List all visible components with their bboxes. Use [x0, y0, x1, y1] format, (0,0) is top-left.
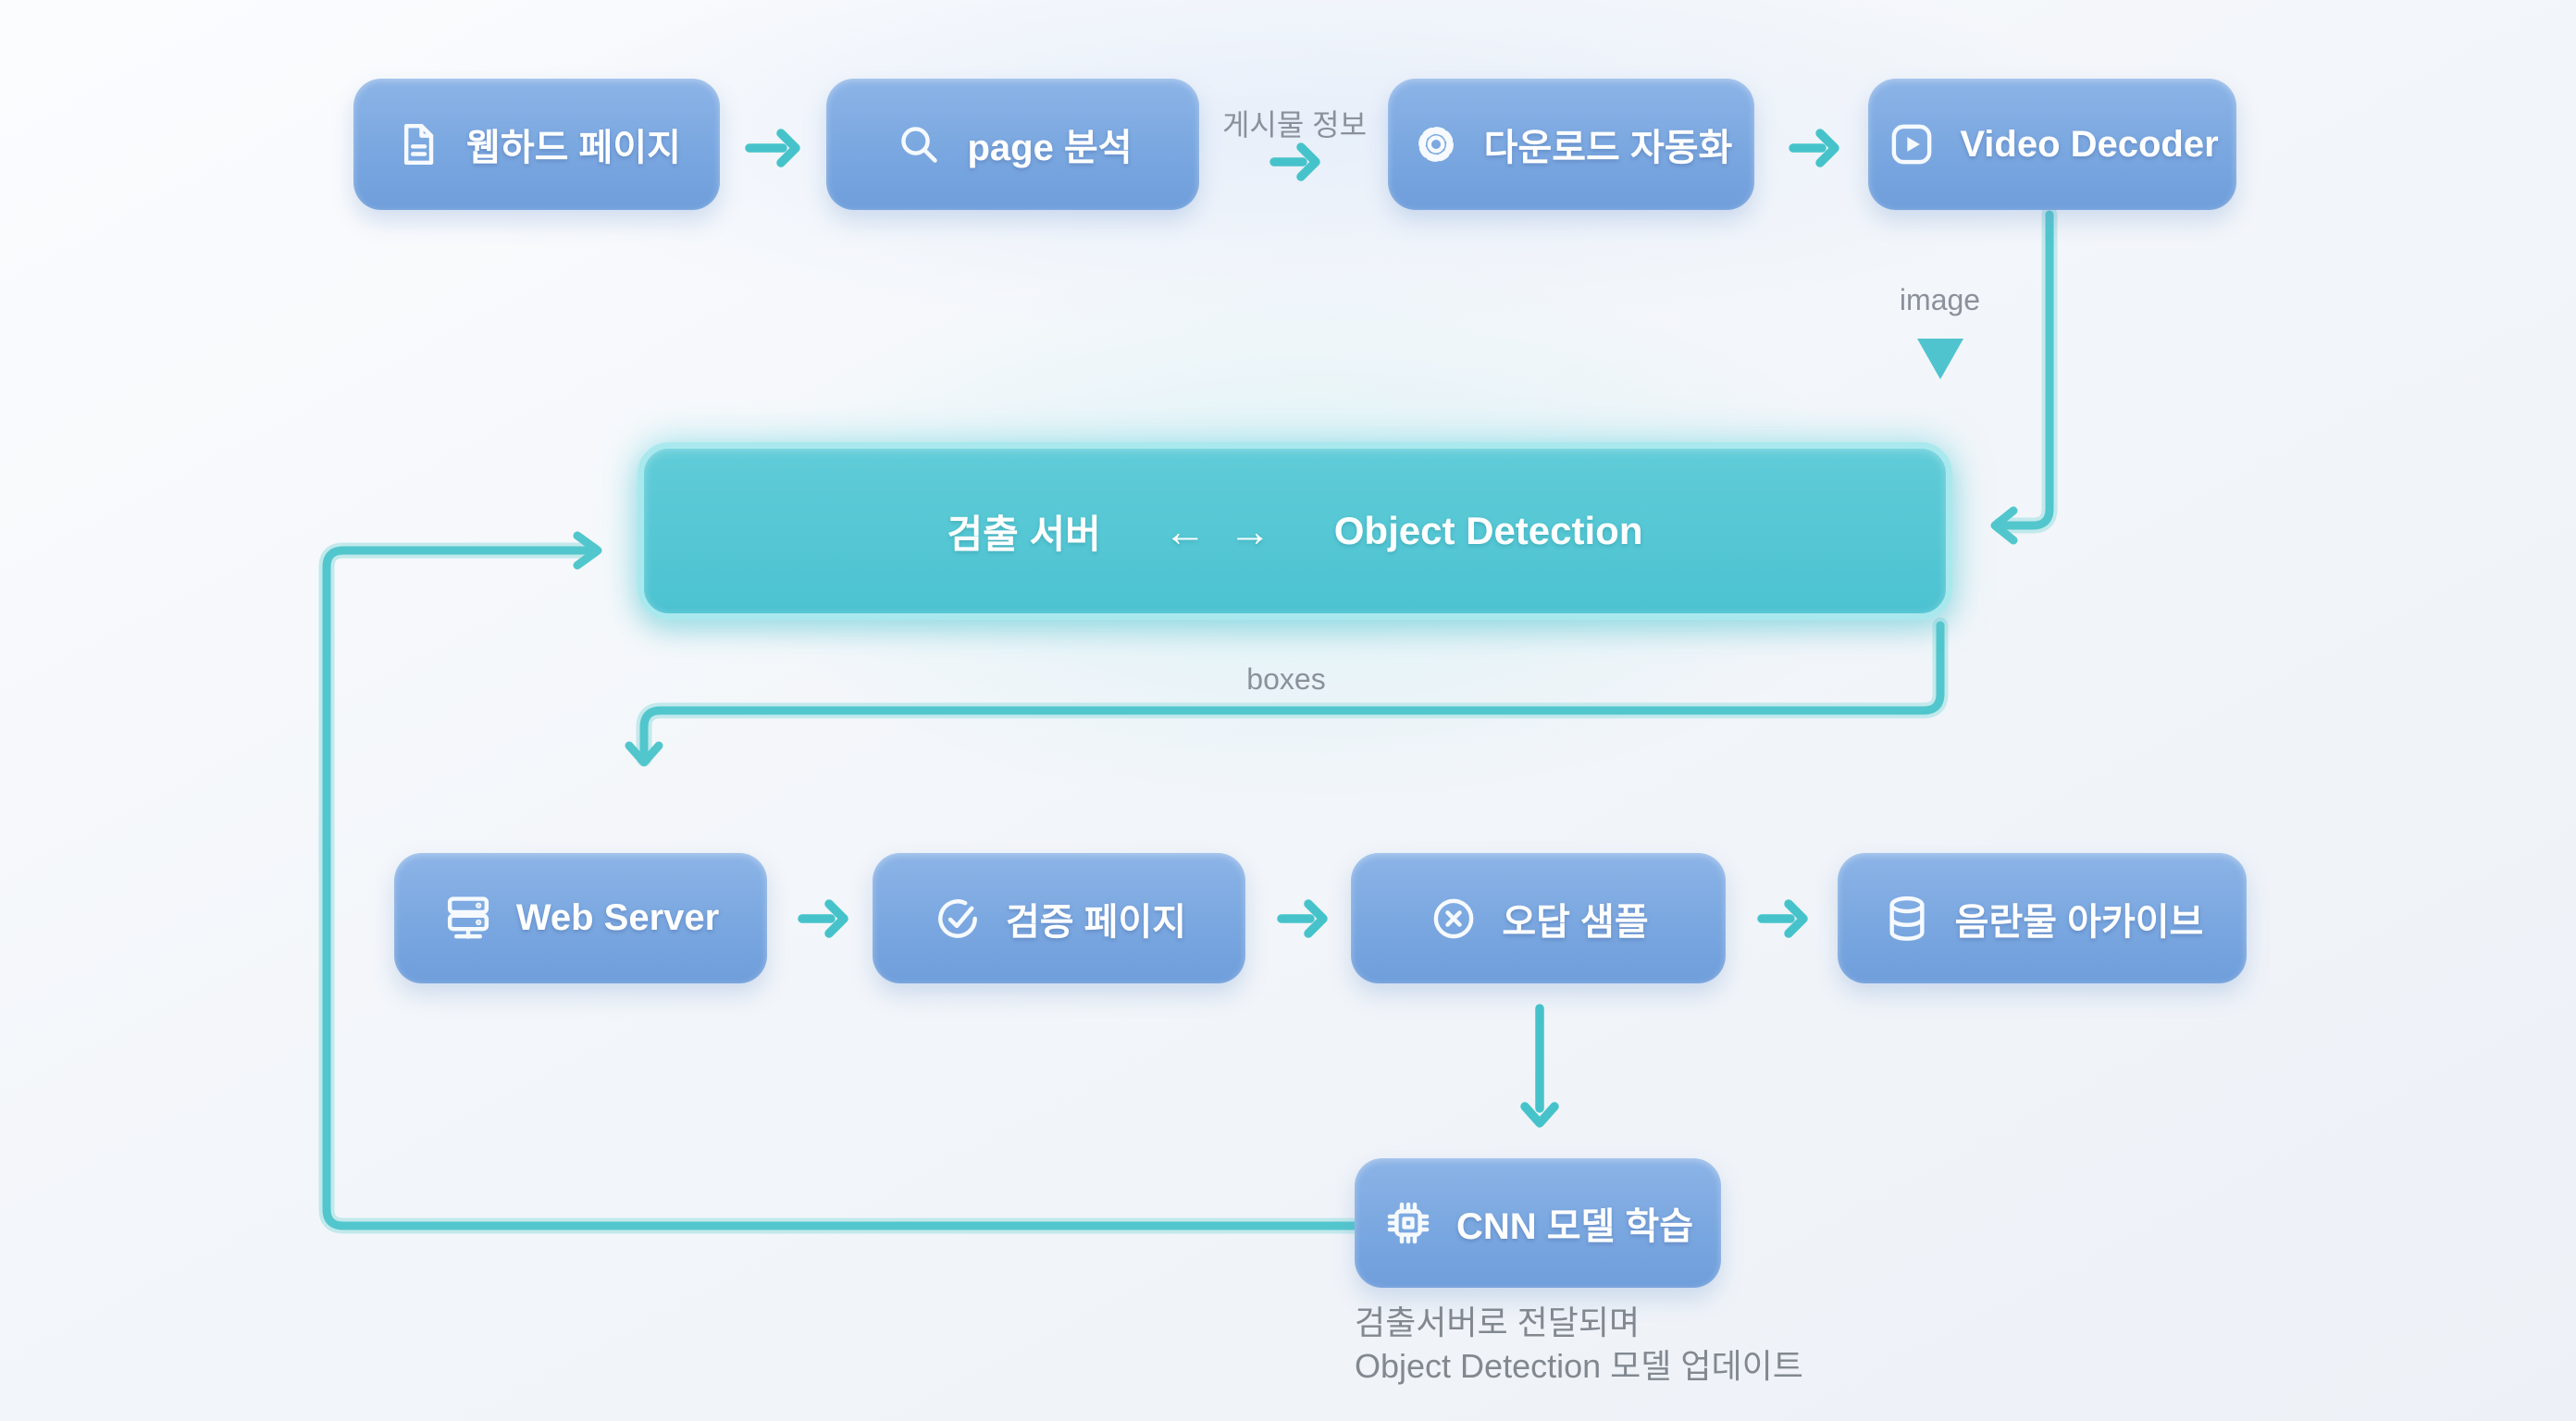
arrow-verification-to-samples: [1277, 899, 1328, 938]
x-circle-icon: [1428, 893, 1480, 945]
left-arrow-icon: ←: [1163, 507, 1207, 555]
node-verification-page: 검증 페이지: [873, 853, 1245, 983]
edge-video-to-detection-halo: [1992, 206, 2058, 534]
node-adult-archive: 음란물 아카이브: [1838, 853, 2247, 983]
image-triangle-arrow: [1917, 339, 1963, 379]
arrow-samples-to-archive: [1757, 899, 1808, 938]
node-webhard-page: 웹하드 페이지: [353, 79, 720, 210]
arrow-webhard-to-page-analysis: [745, 129, 800, 167]
cnn-caption-line2: Object Detection 모델 업데이트: [1355, 1347, 1803, 1385]
edge-label-boxes: boxes: [1246, 662, 1326, 696]
node-detection-server: 검출 서버 ← → Object Detection: [638, 442, 1952, 620]
node-label: 다운로드 자동화: [1483, 128, 1733, 168]
node-label: Web Server: [515, 897, 720, 938]
gear-icon: [1410, 118, 1462, 170]
right-arrow-icon: →: [1228, 507, 1271, 555]
search-icon: [893, 118, 945, 170]
node-label: 오답 샘플: [1502, 901, 1649, 943]
detection-server-label: 검출 서버: [947, 512, 1101, 556]
node-label: CNN 모델 학습: [1455, 1206, 1694, 1247]
chip-icon: [1382, 1197, 1434, 1249]
node-wrong-answer-samples: 오답 샘플: [1351, 853, 1726, 983]
server-icon: [442, 893, 494, 945]
edge-cnn-to-detection-arrowhead: [573, 531, 602, 570]
node-label: Video Decoder: [1960, 123, 2219, 165]
node-label: 검증 페이지: [1005, 901, 1187, 943]
database-icon: [1881, 893, 1933, 945]
video-play-icon: [1886, 118, 1938, 170]
edge-video-to-detection: [1996, 210, 2054, 530]
object-detection-label: Object Detection: [1333, 509, 1643, 552]
edge-video-to-detection-arrowhead: [1990, 506, 2018, 545]
node-label: 웹하드 페이지: [466, 128, 681, 168]
edge-label-post-info: 게시물 정보: [1221, 108, 1368, 142]
arrow-download-to-video-decoder: [1789, 129, 1839, 167]
arrow-samples-to-cnn: [1520, 1004, 1559, 1128]
edge-label-image: image: [1899, 283, 1981, 316]
edge-cnn-to-detection: [322, 546, 1359, 1230]
node-cnn-training: CNN 모델 학습: [1355, 1158, 1721, 1288]
check-circle-icon: [932, 893, 984, 945]
node-web-server: Web Server: [394, 853, 767, 983]
node-label: 음란물 아카이브: [1954, 901, 2204, 943]
arrow-webserver-to-verification: [798, 899, 848, 938]
cnn-caption: 검출서버로 전달되며 Object Detection 모델 업데이트: [1355, 1301, 1803, 1388]
edge-detection-to-webserver-arrowhead: [625, 741, 663, 767]
edge-detection-to-webserver: [639, 621, 1945, 763]
document-icon: [392, 118, 444, 170]
cnn-caption-line1: 검출서버로 전달되며: [1355, 1304, 1641, 1341]
arrow-page-analysis-to-download: [1269, 142, 1320, 181]
node-label: page 분석: [967, 128, 1133, 168]
node-page-analysis: page 분석: [826, 79, 1199, 210]
node-download-automation: 다운로드 자동화: [1388, 79, 1754, 210]
node-video-decoder: Video Decoder: [1868, 79, 2236, 210]
